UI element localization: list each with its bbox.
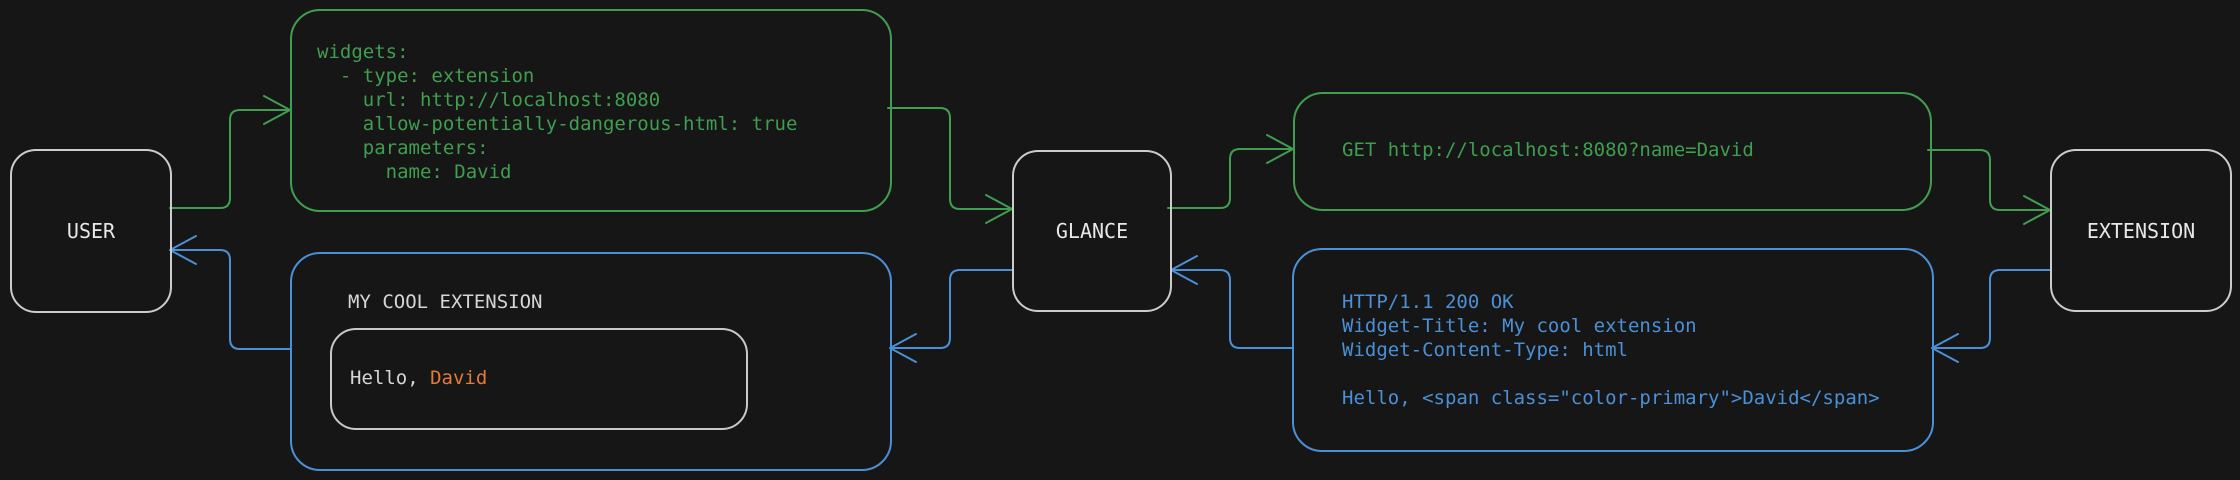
http-request-code: GET http://localhost:8080?name=David [1342, 139, 1754, 161]
arrow-request-to-extension [1927, 149, 2051, 225]
node-user: USER [10, 149, 172, 313]
http-response-box: HTTP/1.1 200 OK Widget-Title: My cool ex… [1292, 248, 1934, 452]
arrow-widget-to-user [169, 235, 291, 350]
arrow-config-to-glance [887, 107, 1013, 224]
arrow-extension-to-response [1931, 269, 2051, 363]
rendered-widget-box: MY COOL EXTENSION Hello, David [290, 252, 892, 471]
http-response-code: HTTP/1.1 200 OK Widget-Title: My cool ex… [1342, 291, 1880, 409]
widget-content-frame: Hello, David [330, 328, 748, 430]
greeting-prefix: Hello, [350, 367, 431, 389]
http-request-box: GET http://localhost:8080?name=David [1293, 92, 1932, 211]
widget-greeting: Hello, David [350, 366, 487, 390]
widget-title: MY COOL EXTENSION [348, 291, 543, 313]
config-yaml-box: widgets: - type: extension url: http://l… [290, 9, 892, 212]
node-extension-label: EXTENSION [2086, 218, 2196, 243]
node-glance-label: GLANCE [1055, 219, 1129, 243]
arrow-glance-to-widget [889, 269, 1013, 363]
arrow-response-to-glance [1170, 255, 1293, 349]
node-user-label: USER [66, 219, 116, 243]
node-glance: GLANCE [1012, 150, 1172, 312]
arrow-user-to-config [169, 95, 291, 209]
config-yaml-code: widgets: - type: extension url: http://l… [317, 41, 798, 183]
arrow-glance-to-request [1167, 134, 1294, 209]
greeting-name: David [430, 367, 488, 389]
node-extension: EXTENSION [2050, 149, 2232, 312]
